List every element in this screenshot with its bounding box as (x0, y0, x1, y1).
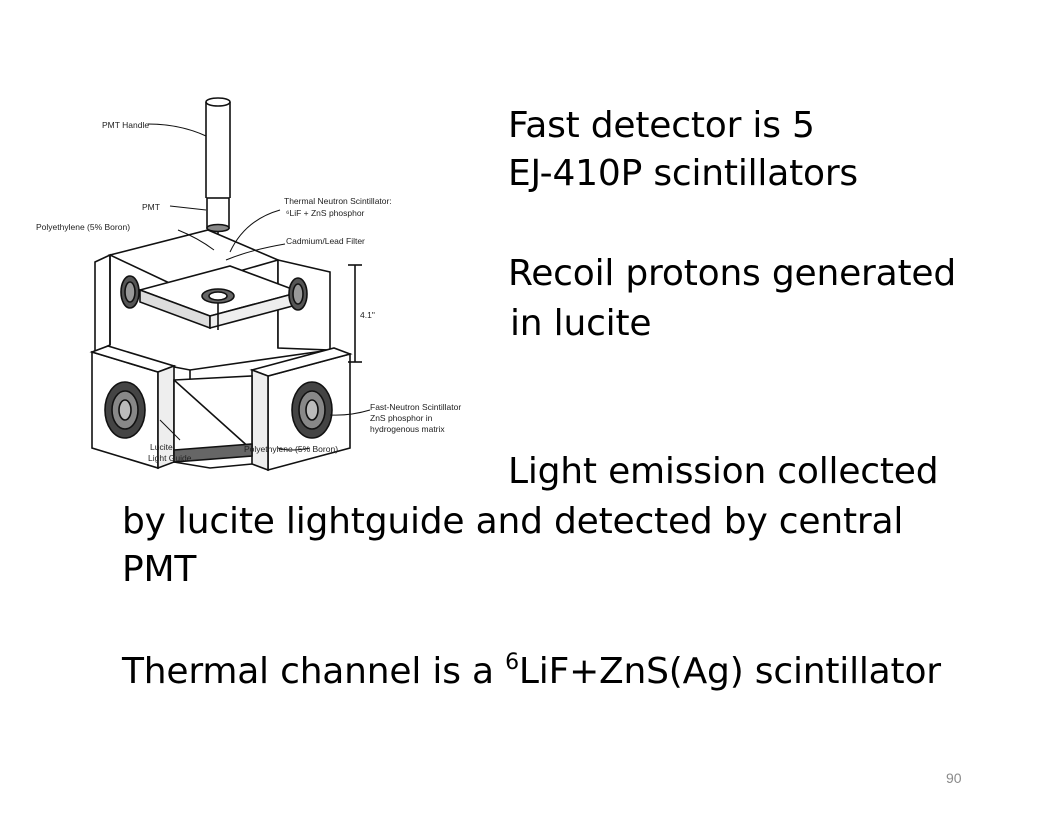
paragraph2-line1: Recoil protons generated (508, 253, 956, 294)
label-lucite-2: Light Guide (148, 453, 192, 463)
label-dimension: 4.1" (360, 310, 375, 320)
label-thermal-scintillator-1: Thermal Neutron Scintillator: (284, 196, 392, 206)
paragraph4-after: LiF+ZnS(Ag) scintillator (518, 651, 941, 692)
label-polyethylene-top: Polyethylene (5% Boron) (36, 222, 130, 232)
dimension-marker-graphic (348, 264, 362, 363)
paragraph1-line2: EJ-410P scintillators (508, 153, 858, 194)
label-cadmium-filter: Cadmium/Lead Filter (286, 236, 365, 246)
paragraph3-line2: by lucite lightguide and detected by cen… (122, 501, 904, 542)
label-polyethylene-bottom: Polyethylene (5% Boron) (244, 444, 338, 454)
paragraph4-superscript: 6 (505, 650, 519, 675)
page-number: 90 (946, 770, 962, 786)
leader-lines (147, 123, 371, 451)
label-pmt-handle: PMT Handle (102, 120, 149, 130)
label-fast-scintillator-1: Fast-Neutron Scintillator (370, 402, 461, 412)
paragraph3-line3: PMT (122, 549, 197, 590)
lower-cube-graphic (89, 345, 353, 472)
paragraph4: Thermal channel is a 6LiF+ZnS(Ag) scinti… (122, 650, 941, 699)
label-pmt: PMT (142, 202, 160, 212)
label-lucite-1: Lucite (150, 442, 173, 452)
label-thermal-scintillator-2: ⁶LiF + ZnS phosphor (286, 208, 365, 218)
detector-diagram: PMT Handle PMT Polyethylene (5% Boron) T… (36, 97, 461, 472)
paragraph2-line2: in lucite (510, 303, 652, 344)
label-fast-scintillator-2: ZnS phosphor in (370, 413, 433, 423)
paragraph3-line1: Light emission collected (508, 451, 939, 492)
label-fast-scintillator-3: hydrogenous matrix (370, 424, 445, 434)
upper-cube-graphic (94, 229, 331, 380)
paragraph1-line1: Fast detector is 5 (508, 105, 815, 146)
paragraph4-before: Thermal channel is a (122, 651, 506, 692)
